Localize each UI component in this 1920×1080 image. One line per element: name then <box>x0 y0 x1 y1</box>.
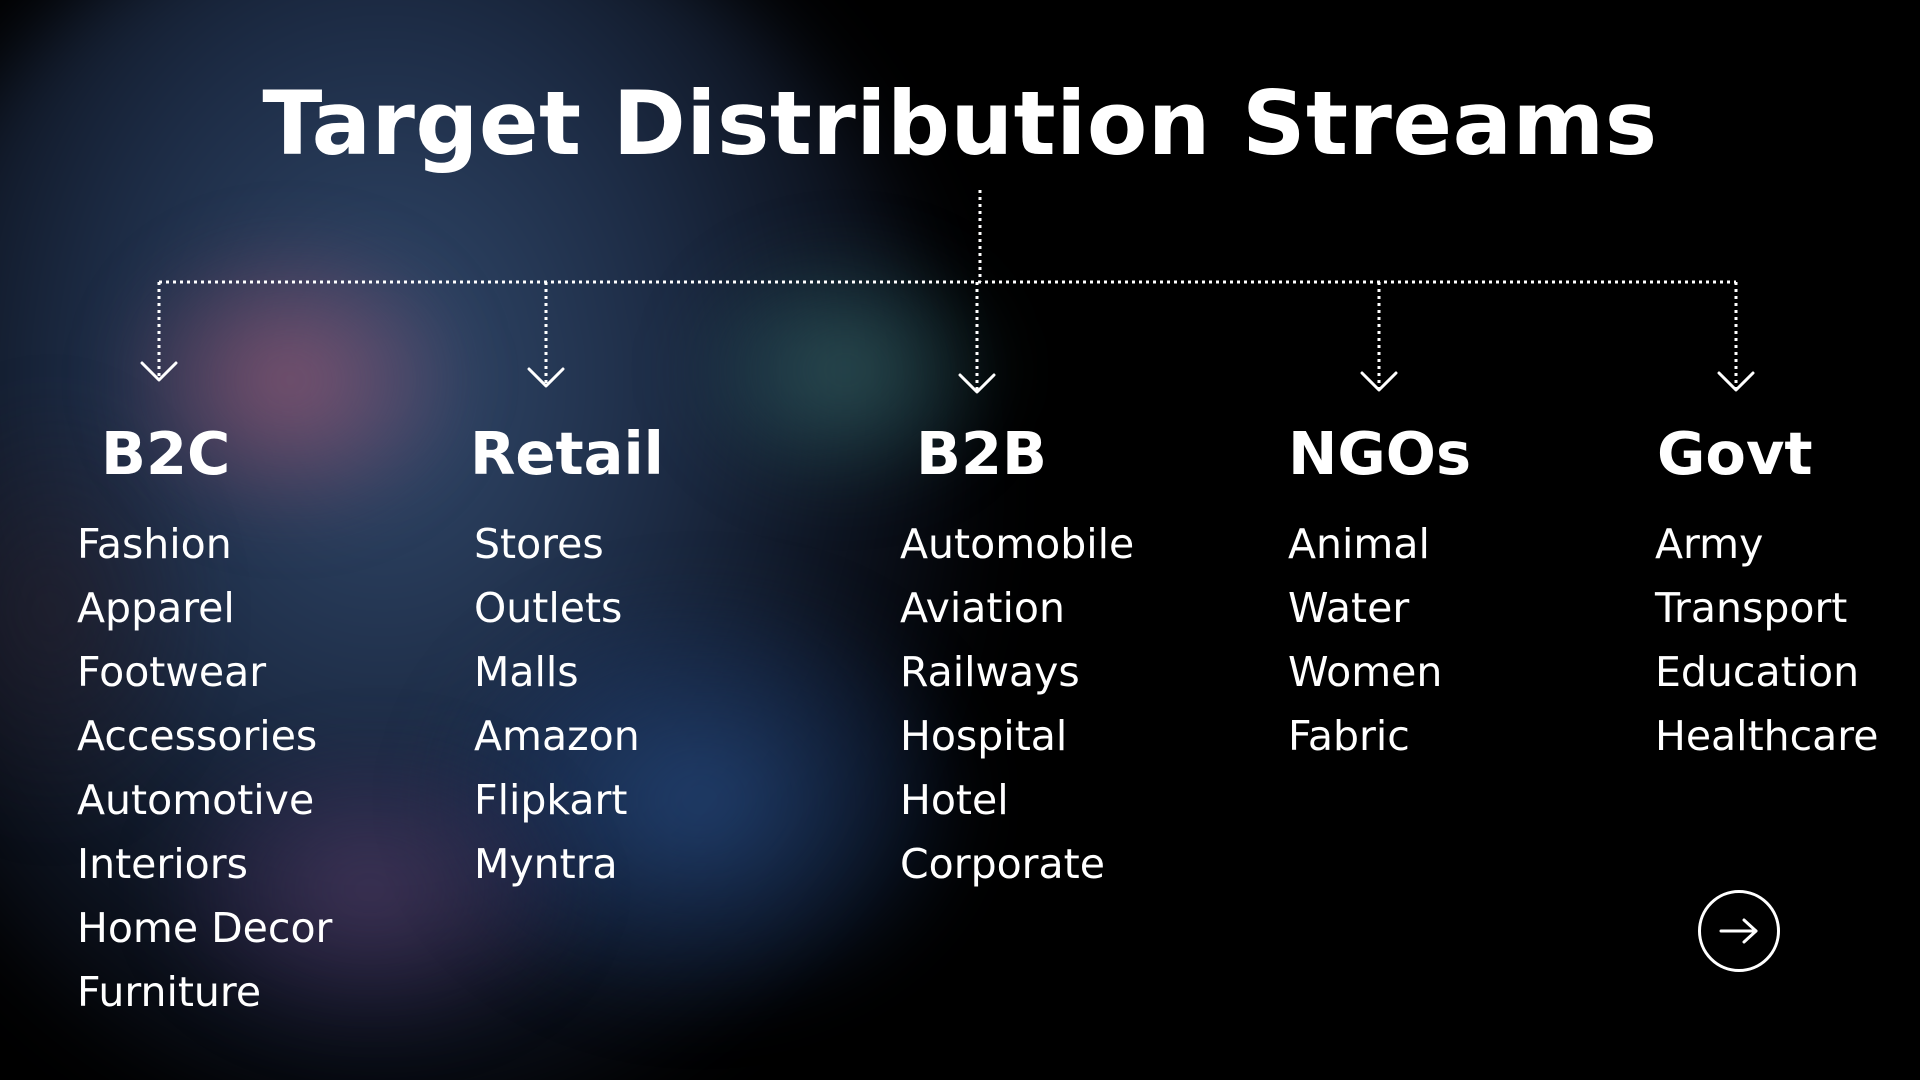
list-item: Automotive <box>77 776 315 824</box>
stream-heading: Retail <box>470 419 664 488</box>
list-item: Interiors <box>77 840 248 888</box>
stream-heading: NGOs <box>1288 419 1472 488</box>
list-item: Fashion <box>77 520 232 568</box>
list-item: Malls <box>474 648 579 696</box>
next-button[interactable] <box>1698 890 1780 972</box>
list-item: Apparel <box>77 584 235 632</box>
stream-list: Automobile Aviation Railways Hospital Ho… <box>900 512 1134 896</box>
list-item: Healthcare <box>1655 712 1879 760</box>
stream-list: Animal Water Women Fabric <box>1288 512 1471 768</box>
stream-b2b: B2B Automobile Aviation Railways Hospita… <box>900 418 1134 896</box>
list-item: Footwear <box>77 648 267 696</box>
arrowhead-govt <box>1717 371 1755 392</box>
stream-b2c: B2C Fashion Apparel Footwear Accessories… <box>77 418 332 1024</box>
list-item: Corporate <box>900 840 1105 888</box>
stream-heading: Govt <box>1657 419 1813 488</box>
stream-list: Fashion Apparel Footwear Accessories Aut… <box>77 512 332 1024</box>
list-item: Automobile <box>900 520 1135 568</box>
stream-govt: Govt Army Transport Education Healthcare <box>1655 418 1879 768</box>
stream-heading: B2B <box>916 419 1047 488</box>
list-item: Furniture <box>77 968 262 1016</box>
list-item: Amazon <box>474 712 640 760</box>
list-item: Education <box>1655 648 1860 696</box>
list-item: Hospital <box>900 712 1068 760</box>
arrowhead-b2b <box>958 373 996 394</box>
stream-list: Stores Outlets Malls Amazon Flipkart Myn… <box>470 512 664 896</box>
list-item: Women <box>1288 648 1443 696</box>
list-item: Aviation <box>900 584 1065 632</box>
arrow-right-icon <box>1719 918 1758 944</box>
page-title: Target Distribution Streams <box>262 72 1658 175</box>
list-item: Stores <box>474 520 604 568</box>
list-item: Animal <box>1288 520 1430 568</box>
list-item: Fabric <box>1288 712 1410 760</box>
list-item: Flipkart <box>474 776 628 824</box>
stream-list: Army Transport Education Healthcare <box>1655 512 1879 768</box>
arrowhead-b2c <box>140 361 178 382</box>
list-item: Myntra <box>474 840 618 888</box>
arrowhead-ngos <box>1360 371 1398 392</box>
list-item: Accessories <box>77 712 318 760</box>
stream-heading: B2C <box>101 419 231 488</box>
list-item: Home Decor <box>77 904 333 952</box>
list-item: Army <box>1655 520 1764 568</box>
arrowhead-retail <box>527 367 565 388</box>
list-item: Transport <box>1655 584 1848 632</box>
list-item: Water <box>1288 584 1410 632</box>
stream-retail: Retail Stores Outlets Malls Amazon Flipk… <box>470 418 664 896</box>
list-item: Railways <box>900 648 1080 696</box>
list-item: Outlets <box>474 584 623 632</box>
stream-ngos: NGOs Animal Water Women Fabric <box>1288 418 1471 768</box>
list-item: Hotel <box>900 776 1009 824</box>
